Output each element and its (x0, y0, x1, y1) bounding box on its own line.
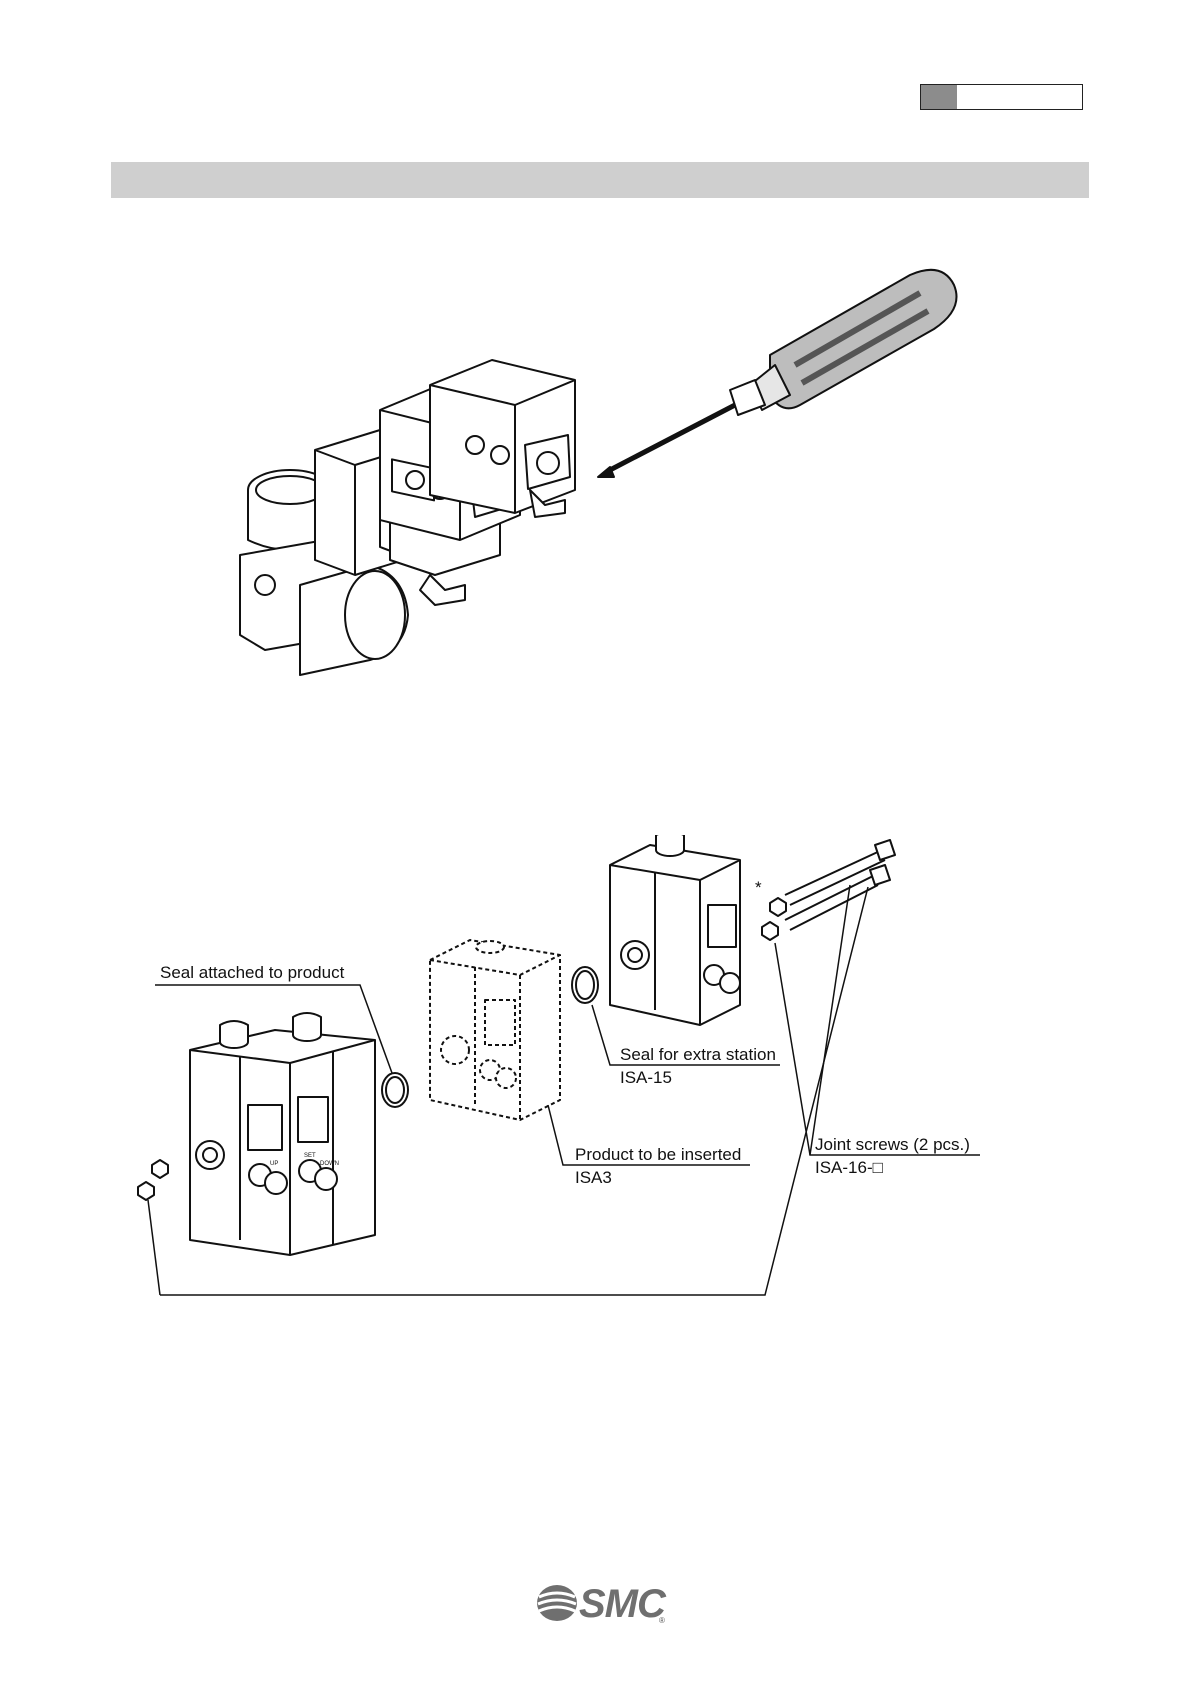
registered-mark: ® (659, 1616, 665, 1625)
page-tag-blank (957, 85, 1082, 109)
device-down-label: DOWN (320, 1161, 339, 1167)
callout-product-inserted-title: Product to be inserted (575, 1145, 741, 1164)
hex-nut-icon (762, 898, 786, 940)
callout-seal-attached: Seal attached to product (160, 963, 345, 982)
callout-seal-extra-title: Seal for extra station (620, 1045, 776, 1064)
page-tag-fill (921, 85, 957, 109)
smc-logo-text: SMC (579, 1582, 667, 1626)
hex-nut-icon (138, 1160, 168, 1200)
asterisk-note-marker: * (755, 878, 762, 897)
section-title-bar (111, 162, 1089, 198)
callout-joint-screws-part: ISA-16-□ (815, 1158, 883, 1177)
callout-product-inserted-part: ISA3 (575, 1168, 612, 1187)
extra-station-exploded-diagram: Seal attached to product Seal for extra … (130, 835, 1080, 1415)
screwdriver-icon (598, 270, 957, 477)
smc-globe-icon (537, 1585, 577, 1621)
device-set-label: SET (304, 1153, 316, 1159)
pressure-switch-module-2 (430, 360, 575, 517)
extra-station-product (610, 835, 740, 1025)
callout-seal-extra-part: ISA-15 (620, 1068, 672, 1087)
smc-logo: SMC ® (535, 1577, 670, 1629)
manifold-screwdriver-illustration (230, 255, 990, 715)
page-tag-box (920, 84, 1083, 110)
callout-joint-screws-title: Joint screws (2 pcs.) (815, 1135, 970, 1154)
installed-products (190, 1013, 375, 1255)
product-to-be-inserted (430, 940, 560, 1120)
joint-screw-icon (785, 840, 895, 930)
device-up-label: UP (270, 1161, 278, 1167)
